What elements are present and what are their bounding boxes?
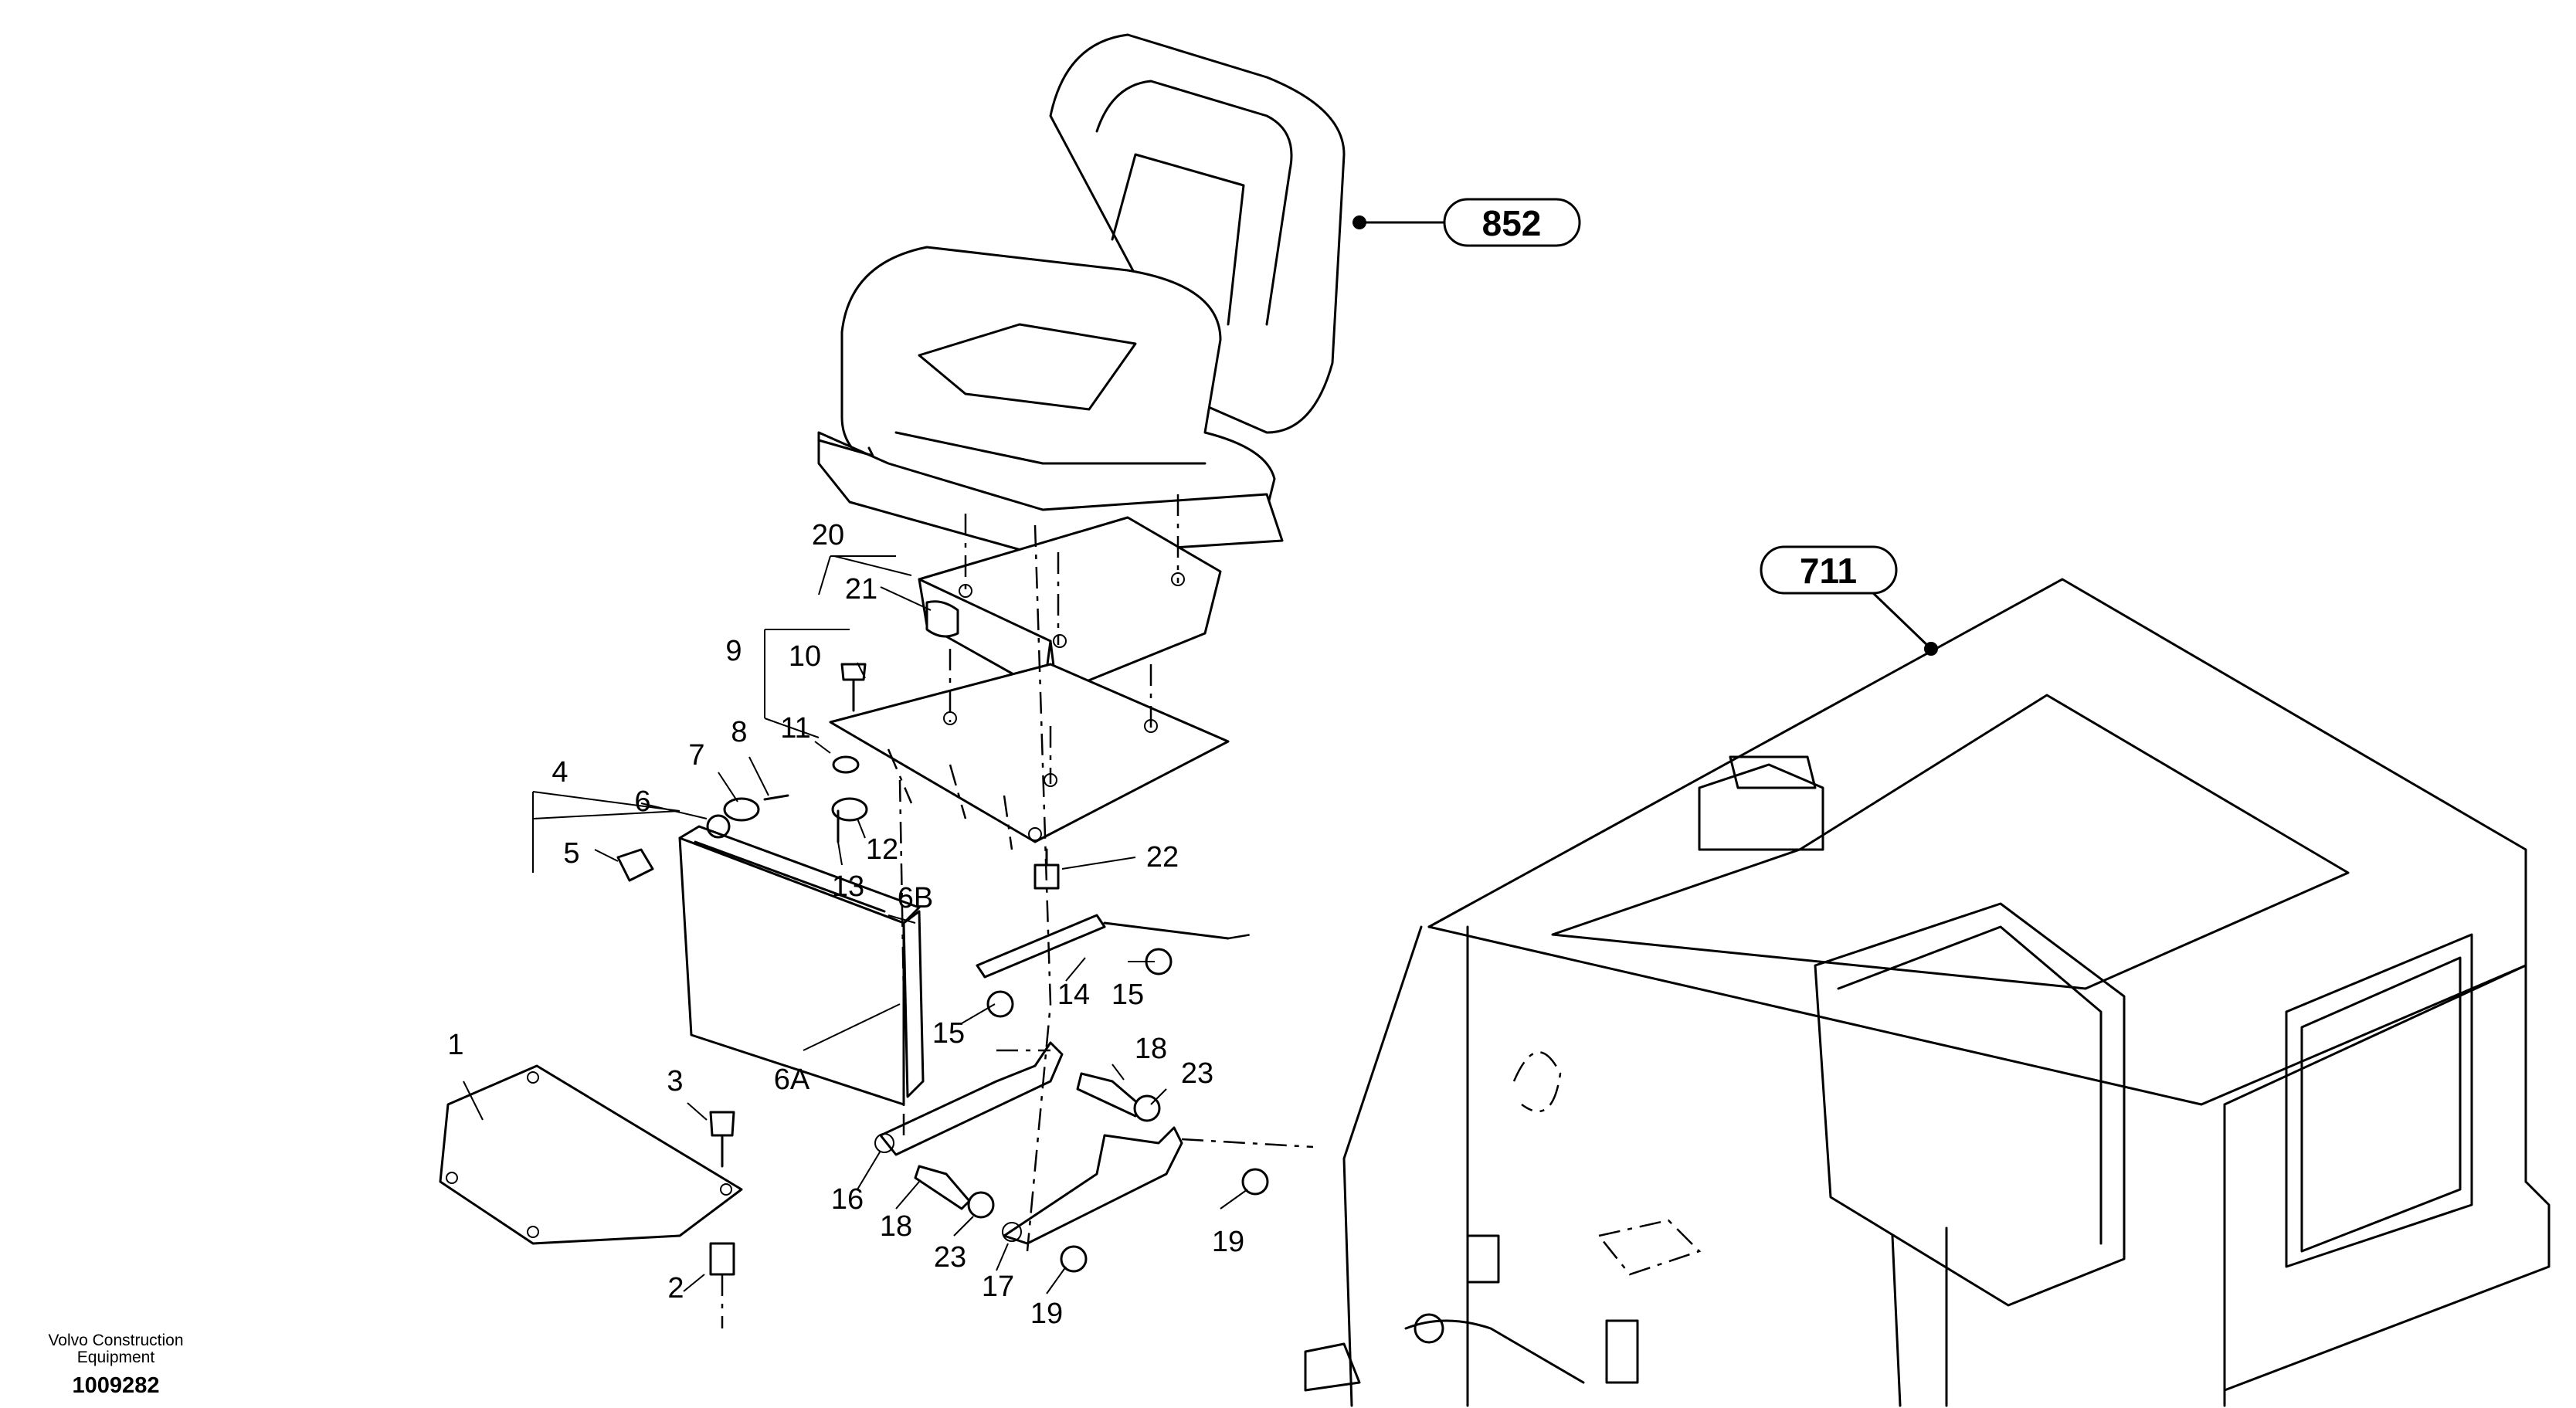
callout-17: 17 [982,1271,1014,1303]
callout-10: 10 [789,640,821,673]
document-holder [678,825,925,1106]
callout-20: 20 [812,519,844,551]
callout-5: 5 [563,837,579,870]
cover-plate [439,1064,743,1245]
seat-base-plate [829,663,1230,850]
callout-16: 16 [831,1183,864,1216]
callout-18-left: 18 [880,1210,912,1243]
callout-13: 13 [832,870,864,903]
callout-21: 21 [845,573,877,606]
callout-23-right: 23 [1181,1057,1213,1090]
callout-7: 7 [688,739,704,772]
callout-14: 14 [1057,979,1090,1011]
publisher-name-line2: Equipment [76,1349,155,1366]
callout-19-right: 19 [1212,1226,1244,1258]
operator-seat [817,33,1366,558]
callout-6: 6 [634,785,650,818]
publisher-name-line1: Volvo Construction [48,1332,184,1349]
seat-bracket [918,516,1222,708]
callout-labels: 1 2 3 4 5 6 6A 6B 7 8 9 10 11 12 13 14 1… [447,519,1244,1330]
callout-11: 11 [780,712,810,745]
reference-711-label: 711 [1800,551,1857,591]
cab-frame [1304,578,2551,1407]
callout-15-right: 15 [1112,979,1144,1011]
callout-4: 4 [552,756,568,789]
callout-23-left: 23 [934,1241,966,1274]
callout-18-right: 18 [1135,1033,1167,1065]
callout-19-left: 19 [1030,1298,1063,1330]
assembly-centerlines [898,494,1314,1252]
reference-852-label: 852 [1482,203,1542,243]
callout-8: 8 [731,716,747,748]
reference-852: 852 [1358,198,1581,247]
leader-lines [463,555,1248,1294]
gas-spring [976,914,1230,979]
callout-9: 9 [725,635,742,667]
publisher-block: Volvo Construction Equipment [31,1332,201,1366]
callout-1: 1 [447,1029,463,1061]
link-arm-lower [1002,1126,1183,1245]
callout-15-left: 15 [932,1017,965,1050]
callout-3: 3 [667,1065,683,1098]
callout-6A: 6A [774,1064,810,1096]
callout-2: 2 [667,1272,684,1305]
callout-6B: 6B [898,882,933,914]
reference-711: 711 [1760,545,1938,656]
callout-22: 22 [1146,841,1179,874]
callout-12: 12 [866,833,898,866]
link-arm-upper [874,1041,1064,1156]
drawing-number: 1009282 [72,1373,160,1398]
